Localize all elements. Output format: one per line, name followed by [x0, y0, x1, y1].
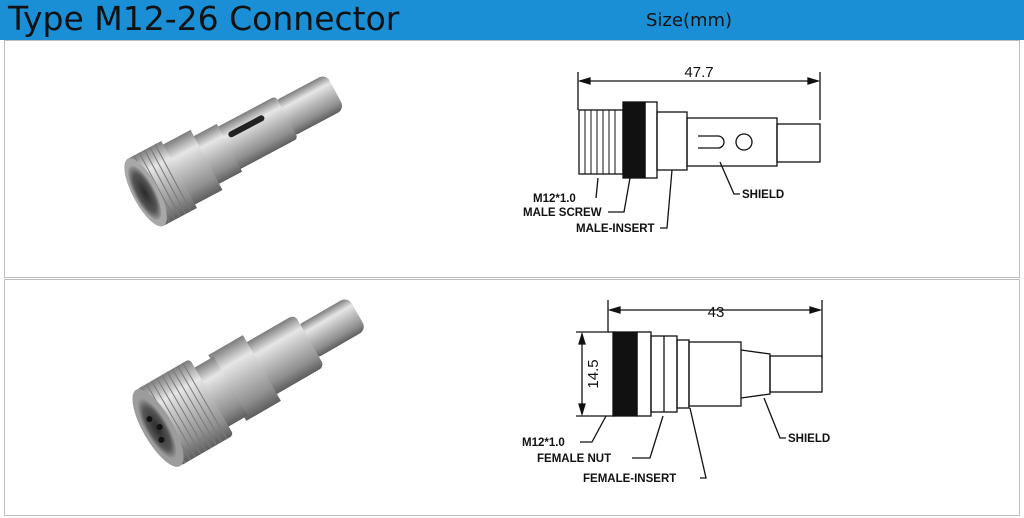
male-connector-panel [4, 40, 1020, 278]
female-insert-label: FEMALE-INSERT [583, 473, 676, 485]
female-connector-photo [132, 299, 364, 467]
female-length-dimension: 43 [708, 304, 725, 321]
female-diameter-dimension: 14.5 [585, 359, 602, 388]
size-unit-label: Size(mm) [646, 10, 733, 31]
page-title: Type M12-26 Connector [8, 0, 400, 38]
male-technical-drawing [577, 72, 821, 229]
male-shield-label: SHIELD [742, 189, 784, 201]
male-connector-photo [124, 76, 342, 227]
female-thread-label: M12*1.0 [522, 437, 565, 449]
male-screw-label: MALE SCREW [523, 207, 602, 219]
female-technical-drawing [576, 300, 823, 479]
title-bar: Type M12-26 Connector Size(mm) [0, 0, 1024, 40]
female-shield-label: SHIELD [788, 433, 830, 445]
male-insert-label: MALE-INSERT [576, 223, 655, 235]
female-nut-label: FEMALE NUT [537, 453, 611, 465]
male-length-dimension: 47.7 [684, 64, 713, 81]
male-thread-label: M12*1.0 [533, 193, 576, 205]
